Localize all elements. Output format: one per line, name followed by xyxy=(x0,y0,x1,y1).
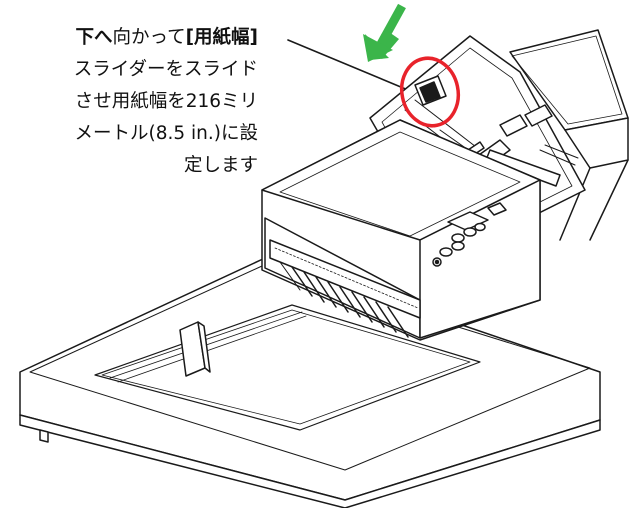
instruction-paper-width-label: [用紙幅] xyxy=(185,27,258,48)
paper-width-slider xyxy=(414,75,447,106)
panel-button xyxy=(474,222,486,232)
scanner-body xyxy=(261,119,541,341)
green-down-arrow-icon xyxy=(363,3,406,62)
instruction-line-5: 定します xyxy=(183,155,258,176)
panel-button xyxy=(451,241,465,251)
instruction-direction: 下へ xyxy=(75,27,113,48)
output-tray xyxy=(509,29,629,241)
flatbed-base xyxy=(19,257,601,508)
panel-button xyxy=(463,227,477,237)
instruction-line-4: メートル(8.5 in.)に設 xyxy=(74,123,258,144)
instruction-line-2: スライダーをスライド xyxy=(73,59,258,80)
panel-button xyxy=(451,233,465,243)
panel-button xyxy=(439,247,453,257)
instruction-line-3: させ用紙幅を216ミリ xyxy=(74,91,258,112)
control-panel xyxy=(432,202,507,267)
pointer-line xyxy=(287,39,409,91)
display-screen xyxy=(447,211,489,231)
red-circle-highlight xyxy=(399,56,461,128)
instruction-text: 下へ向かって[用紙幅] スライダーをスライド させ用紙幅を216ミリ メートル(… xyxy=(74,22,258,182)
instruction-line-1: 下へ向かって[用紙幅] xyxy=(74,22,258,54)
instruction-towards: 向かって xyxy=(112,27,186,48)
scan-glass xyxy=(94,304,481,431)
